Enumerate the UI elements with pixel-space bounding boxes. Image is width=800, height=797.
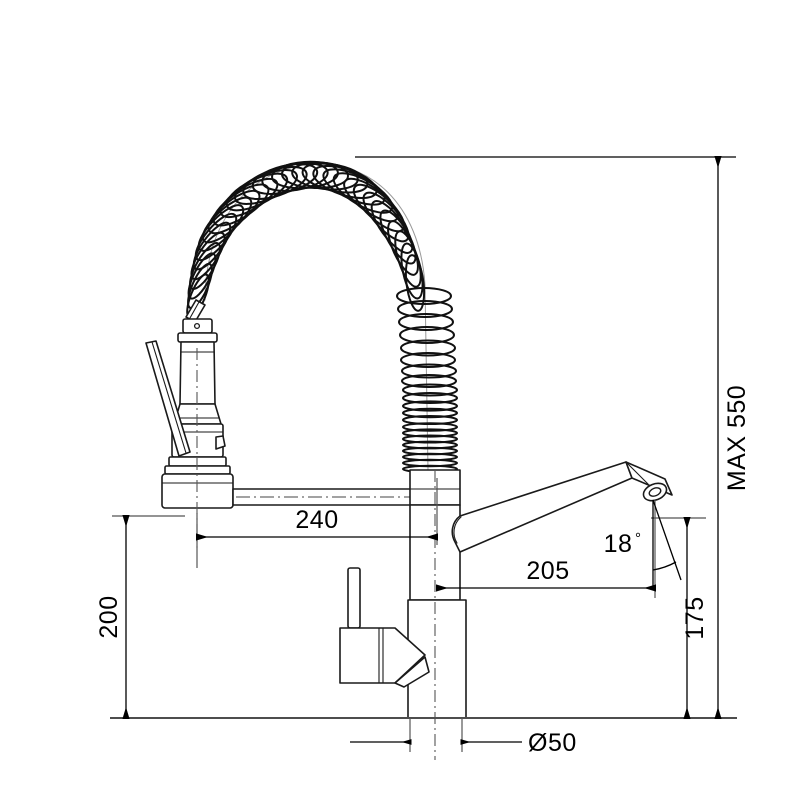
dimension-240-label: 240 <box>295 506 338 534</box>
dimension-base-diameter: Ø50 <box>350 718 577 757</box>
dimension-175: 175 <box>651 517 709 719</box>
dimension-base-diameter-label: Ø50 <box>528 729 577 757</box>
dimension-240: 240 <box>196 478 438 568</box>
dimension-205: 205 <box>436 500 656 598</box>
dimension-200-label: 200 <box>95 595 123 638</box>
dimension-angle-value: 18 <box>604 530 633 558</box>
connection-hose <box>232 488 429 506</box>
dimension-spout-angle: 18 ° <box>604 499 682 588</box>
dimension-175-label: 175 <box>681 596 709 639</box>
degree-symbol-icon: ° <box>635 530 641 547</box>
dimension-max-550: MAX 550 <box>355 156 751 719</box>
faucet-column-body <box>407 469 467 760</box>
dimension-200: 200 <box>95 515 185 719</box>
spray-head <box>145 299 234 548</box>
dimension-max-550-label: MAX 550 <box>723 385 751 491</box>
spring-coil-hose <box>186 160 458 474</box>
dimension-205-label: 205 <box>526 557 569 585</box>
lever-handle <box>339 567 430 688</box>
swivel-spout <box>451 461 673 553</box>
